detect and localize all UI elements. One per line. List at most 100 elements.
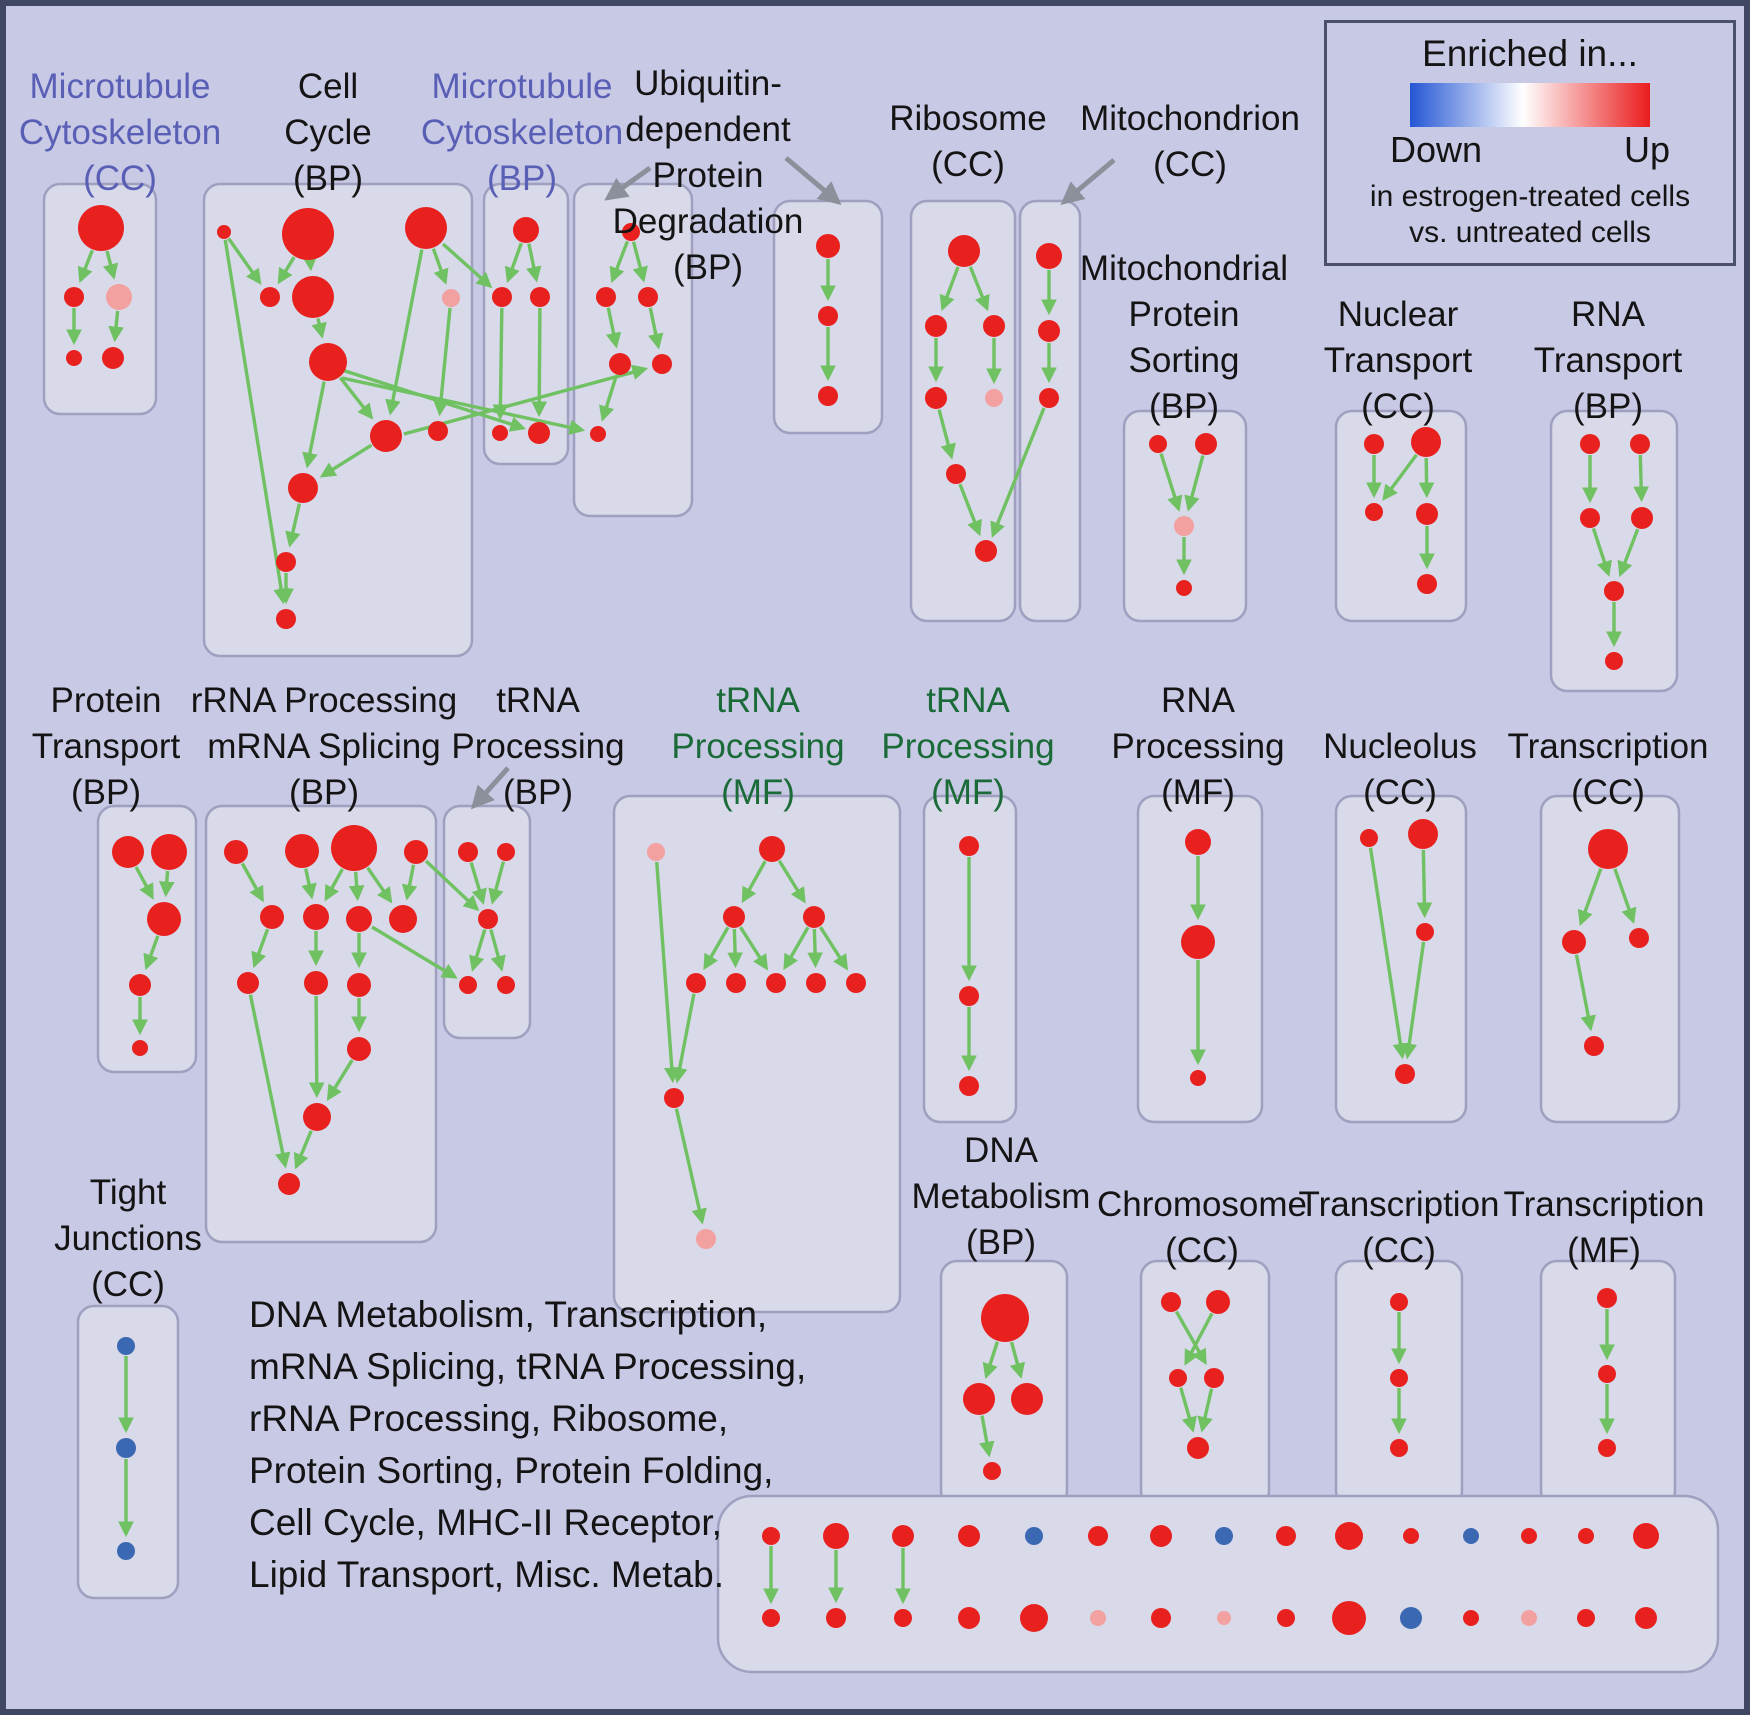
edge-transcription-cc-1: [1613, 868, 1637, 924]
go-node-blue: [116, 1438, 136, 1458]
go-node-red: [276, 552, 296, 572]
edge-trna-processing-mf-a: [777, 860, 806, 904]
caption-line: rRNA Processing, Ribosome,: [249, 1398, 729, 1439]
legend-scale-labels: Down Up: [1390, 129, 1670, 171]
go-node-red: [622, 223, 640, 241]
go-node-red: [304, 971, 328, 995]
go-node-red: [766, 973, 786, 993]
go-node-red: [282, 208, 334, 260]
edge-transcription-cc-1: [1577, 868, 1603, 927]
caption-line: mRNA Splicing, tRNA Processing,: [249, 1346, 807, 1387]
go-node-red: [638, 287, 658, 307]
edge-rna-transport-bp: [1617, 528, 1640, 578]
go-node-red: [981, 1294, 1029, 1342]
go-node-red: [404, 840, 428, 864]
edge-rna-transport-bp: [1591, 527, 1612, 577]
go-node-red: [309, 343, 347, 381]
go-node-red: [428, 421, 448, 441]
group-box-nuclear-transport-cc: [1334, 409, 1468, 623]
go-node-red: [1629, 928, 1649, 948]
go-node-red: [1416, 503, 1438, 525]
group-box-trna-processing-mf-a: [612, 794, 902, 1314]
go-node-red: [1390, 1293, 1408, 1311]
go-node-red: [1417, 574, 1437, 594]
edge-rrna-processing-mrna-splicing-bp: [240, 862, 264, 903]
go-node-red: [652, 354, 672, 374]
go-node-red: [1206, 1290, 1230, 1314]
cross-box-edge: [424, 859, 480, 912]
go-node-red: [762, 1609, 780, 1627]
nodes-layer: [64, 205, 1659, 1635]
go-node-red: [1580, 508, 1600, 528]
go-node-pink: [442, 289, 460, 307]
go-node-red: [726, 973, 746, 993]
go-node-red: [1631, 507, 1653, 529]
edge-nucleolus-cc: [1416, 849, 1433, 919]
legend-gradient-bar: [1410, 83, 1650, 127]
edge-cell-cycle-bp: [311, 318, 327, 339]
go-node-red: [959, 836, 979, 856]
go-node-red: [1633, 1523, 1659, 1549]
edge-trna-processing-mf-a: [674, 1108, 707, 1225]
go-node-red: [1390, 1439, 1408, 1457]
go-node-red: [948, 235, 980, 267]
edge-trna-processing-mf-a: [739, 926, 769, 971]
edge-microtubule-cytoskeleton-cc: [108, 310, 124, 343]
go-node-red: [459, 976, 477, 994]
edge-cell-cycle-bp: [285, 503, 302, 548]
go-node-red: [1408, 819, 1438, 849]
edge-trna-processing-mf-a: [807, 928, 823, 969]
go-node-red: [370, 420, 402, 452]
go-node-red: [1181, 925, 1215, 959]
edge-rrna-processing-mrna-splicing-bp: [301, 868, 317, 900]
go-node-red: [347, 973, 371, 997]
go-node-red: [1577, 1609, 1595, 1627]
go-node-red: [1562, 930, 1586, 954]
go-node-red: [66, 350, 82, 366]
go-node-red: [1463, 1610, 1479, 1626]
go-node-red: [823, 1523, 849, 1549]
edge-trna-processing-mf-a: [819, 926, 849, 971]
go-node-red: [513, 217, 539, 243]
go-node-red: [1176, 580, 1192, 596]
go-node-red: [1403, 1528, 1419, 1544]
go-node-red: [1011, 1383, 1043, 1415]
go-node-blue: [117, 1337, 135, 1355]
go-node-red: [1390, 1369, 1408, 1387]
go-node-red: [894, 1609, 912, 1627]
go-node-red: [288, 473, 318, 503]
go-node-red: [1151, 1608, 1171, 1628]
go-node-pink: [985, 389, 1003, 407]
caption-line: Protein Sorting, Protein Folding,: [249, 1450, 774, 1491]
go-node-red: [1364, 434, 1384, 454]
edge-cell-cycle-bp: [319, 443, 373, 478]
go-node-red: [458, 842, 478, 862]
go-node-red: [1169, 1369, 1187, 1387]
go-node-red: [1187, 1437, 1209, 1459]
go-node-red: [1039, 388, 1059, 408]
go-node-red: [803, 906, 825, 928]
legend-up-label: Up: [1623, 129, 1670, 170]
edge-rna-transport-bp: [1633, 454, 1649, 503]
go-node-red: [983, 315, 1005, 337]
go-node-red: [723, 906, 745, 928]
network-diagram: [42, 156, 1720, 1674]
group-box-nucleolus-cc: [1334, 794, 1468, 1124]
edge-mitochondrial-protein-sorting-bp: [1184, 455, 1205, 512]
edge-nucleolus-cc: [1368, 847, 1409, 1060]
go-node-red: [292, 276, 334, 318]
edge-ubiquitin-degradation-bp-a: [599, 374, 619, 422]
go-node-red: [1588, 829, 1628, 869]
go-node-red: [1276, 1526, 1296, 1546]
group-box-rna-transport-bp: [1549, 409, 1679, 693]
edge-microtubule-cytoskeleton-cc: [102, 250, 119, 280]
go-node-red: [112, 836, 144, 868]
go-node-red: [260, 905, 284, 929]
go-node-red: [1149, 435, 1167, 453]
go-node-red: [925, 387, 947, 409]
go-node-red: [147, 902, 181, 936]
caption-line: Lipid Transport, Misc. Metab.: [249, 1554, 725, 1595]
go-node-red: [664, 1088, 684, 1108]
go-node-red: [260, 287, 280, 307]
go-node-red: [1635, 1607, 1657, 1629]
